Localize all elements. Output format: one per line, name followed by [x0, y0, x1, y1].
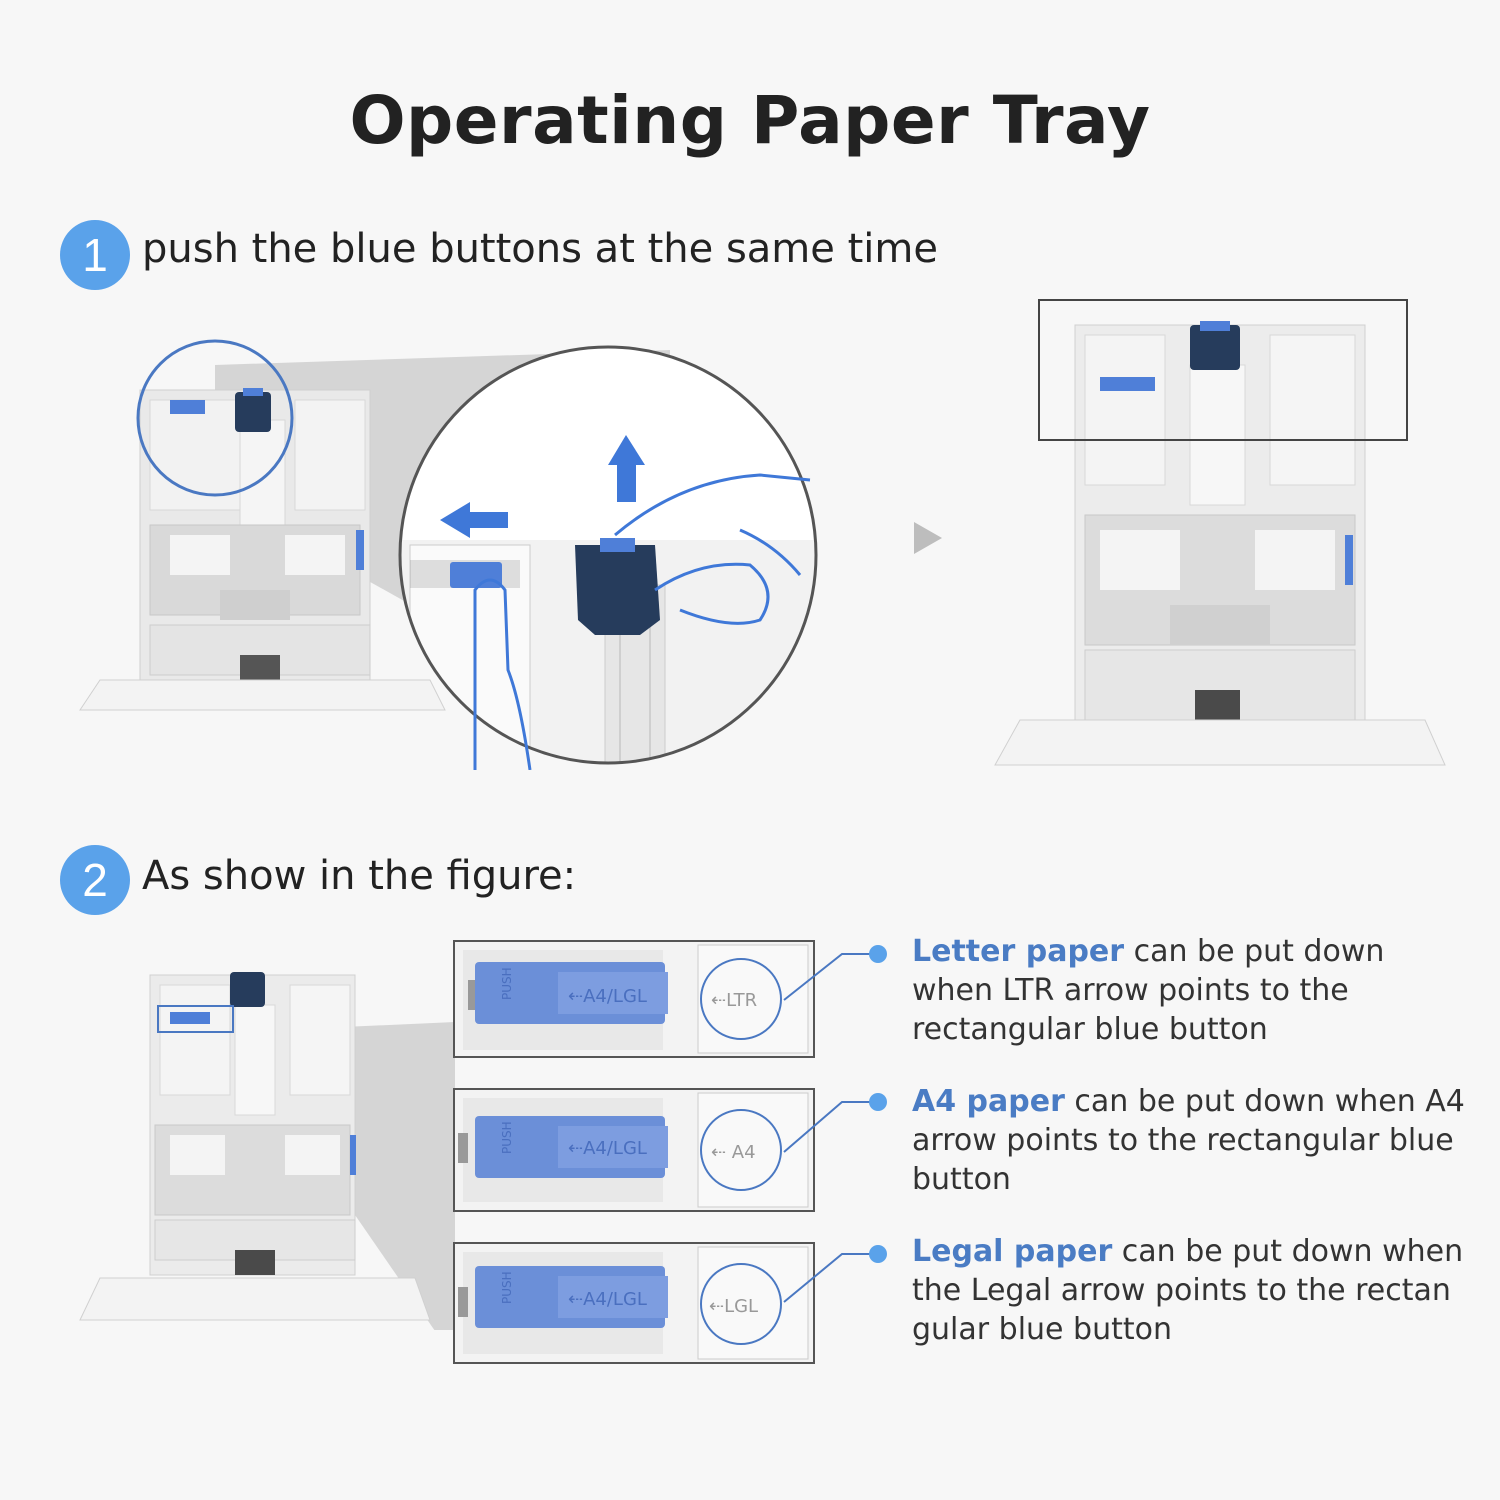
mark-circle — [700, 1109, 782, 1191]
push-label: PUSH — [500, 1271, 514, 1304]
note-text: can be put down when the Legal arrow poi… — [912, 1234, 1464, 1347]
a4lgl-label: ⇠A4/LGL — [568, 986, 647, 1007]
note-dot — [869, 1245, 887, 1263]
note-text: can be put down when A4 arrow points to … — [912, 1084, 1465, 1197]
push-label: PUSH — [500, 967, 514, 1000]
connector-lines — [783, 953, 878, 1303]
mark-circle — [700, 1263, 782, 1345]
note-text: can be put down when LTR arrow points to… — [912, 934, 1385, 1047]
tray-figure-step1 — [79, 339, 818, 770]
closeup-ltr: PUSH ⇠A4/LGL ⇠LTR — [453, 940, 815, 1058]
step-2-text: As show in the figure: — [142, 853, 577, 899]
mark-circle — [700, 958, 782, 1040]
push-label: PUSH — [500, 1121, 514, 1154]
note-dot — [869, 1093, 887, 1111]
note-highlight: Letter paper — [912, 934, 1125, 969]
step-2-badge: 2 — [60, 845, 130, 915]
a4lgl-label: ⇠A4/LGL — [568, 1138, 647, 1159]
paper-tray-image — [79, 388, 446, 711]
page-title: Operating Paper Tray — [349, 82, 1151, 159]
play-arrow-icon — [914, 522, 942, 554]
note-dot — [869, 945, 887, 963]
note-letter: Letter paper can be put down when LTR ar… — [912, 932, 1472, 1049]
paper-tray-image — [79, 972, 431, 1321]
step-1-text: push the blue buttons at the same time — [142, 226, 938, 272]
left-arrow-icon — [440, 502, 508, 538]
note-highlight: A4 paper — [912, 1084, 1065, 1119]
step-1-badge: 1 — [60, 220, 130, 290]
up-arrow-icon — [608, 435, 645, 502]
hand-icon — [473, 473, 811, 770]
note-legal: Legal paper can be put down when the Leg… — [912, 1232, 1472, 1349]
highlight-box-small — [157, 1005, 234, 1033]
a4-mark: ⇠ A4 — [711, 1142, 756, 1163]
note-highlight: Legal paper — [912, 1234, 1113, 1269]
ltr-mark: ⇠LTR — [711, 990, 757, 1011]
tray-figure-step2 — [79, 972, 455, 1330]
closeup-lgl: PUSH ⇠A4/LGL ⇠LGL — [453, 1242, 815, 1364]
lgl-mark: ⇠LGL — [709, 1296, 758, 1317]
paper-tray-image — [994, 321, 1446, 766]
highlight-box — [1038, 299, 1408, 441]
note-a4: A4 paper can be put down when A4 arrow p… — [912, 1082, 1472, 1199]
zoom-circle-small — [136, 339, 294, 497]
zoom-circle-large — [398, 345, 818, 765]
a4lgl-label: ⇠A4/LGL — [568, 1289, 647, 1310]
closeup-a4: PUSH ⇠A4/LGL ⇠ A4 — [453, 1088, 815, 1212]
tray-figure-result — [994, 299, 1446, 766]
